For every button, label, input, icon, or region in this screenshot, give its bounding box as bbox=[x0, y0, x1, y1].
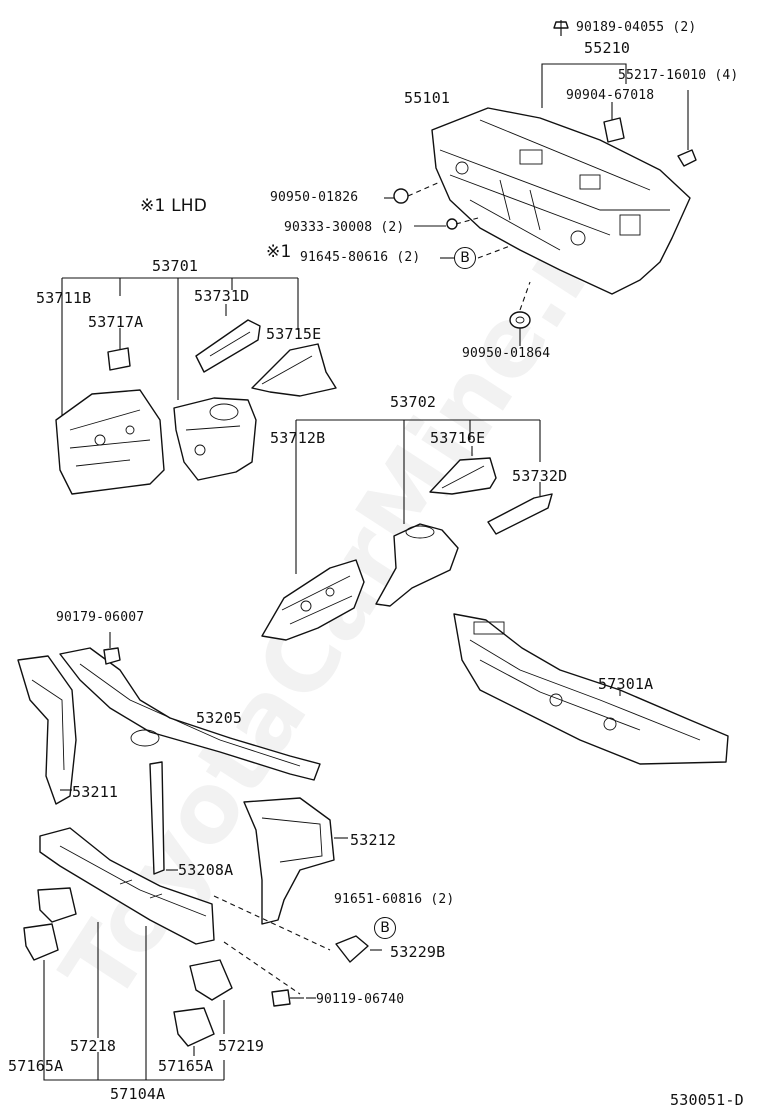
label-53717A: 53717A bbox=[88, 313, 144, 331]
brace-53212 bbox=[243, 797, 335, 925]
label-53208A: 53208A bbox=[178, 861, 234, 879]
ref-marker-b-bottom: B bbox=[374, 917, 396, 939]
bracket-57219 bbox=[189, 959, 233, 1001]
label-53731D: 53731D bbox=[194, 287, 250, 305]
bracket-53732D bbox=[487, 493, 553, 535]
bracket-53229B bbox=[335, 935, 369, 963]
bracket-53716E bbox=[429, 457, 497, 495]
label-53229B: 53229B bbox=[390, 943, 446, 961]
label-57165A-left: 57165A bbox=[8, 1057, 64, 1075]
note-mark: ※1 bbox=[140, 196, 166, 216]
label-55210: 55210 bbox=[584, 39, 631, 57]
label-57104A: 57104A bbox=[110, 1085, 166, 1103]
bracket-57165A-left bbox=[23, 923, 59, 961]
note-lhd: ※1 LHD bbox=[140, 196, 208, 216]
label-53212: 53212 bbox=[350, 831, 397, 849]
label-53712B: 53712B bbox=[270, 429, 326, 447]
label-90333: 90333-30008 (2) bbox=[284, 220, 405, 235]
label-53701: 53701 bbox=[152, 257, 199, 275]
label-53715E: 53715E bbox=[266, 325, 322, 343]
plug-90333 bbox=[446, 218, 458, 230]
support-53205 bbox=[59, 647, 321, 781]
brace-53211 bbox=[17, 655, 77, 805]
apron-53702 bbox=[375, 523, 459, 607]
bracket-53731D bbox=[195, 319, 261, 373]
label-91651: 91651-60816 (2) bbox=[334, 892, 455, 907]
label-90950-01826: 90950-01826 bbox=[270, 190, 359, 205]
bracket-57165A-right bbox=[173, 1007, 215, 1047]
dash-panel-55101 bbox=[431, 107, 691, 295]
bolt-90119 bbox=[271, 989, 304, 1007]
label-53716E: 53716E bbox=[430, 429, 486, 447]
label-57301A: 57301A bbox=[598, 675, 654, 693]
bolt-55217 bbox=[677, 132, 697, 167]
label-53211: 53211 bbox=[72, 783, 119, 801]
clip-90179 bbox=[103, 647, 121, 665]
apron-53701 bbox=[173, 397, 257, 481]
crossmember-57104A bbox=[39, 827, 215, 945]
bracket-57218 bbox=[37, 887, 77, 923]
label-90904: 90904-67018 bbox=[566, 88, 655, 103]
label-90179: 90179-06007 bbox=[56, 610, 145, 625]
plug-90950-01826 bbox=[393, 188, 409, 204]
apron-53711B bbox=[55, 389, 165, 495]
label-57219: 57219 bbox=[218, 1037, 265, 1055]
label-55101: 55101 bbox=[404, 89, 451, 107]
label-57218: 57218 bbox=[70, 1037, 117, 1055]
label-53702: 53702 bbox=[390, 393, 437, 411]
bracket-53717A bbox=[107, 347, 131, 371]
diagram-id: 530051-D bbox=[670, 1091, 744, 1109]
label-57165A-right: 57165A bbox=[158, 1057, 214, 1075]
label-90189: 90189-04055 (2) bbox=[576, 20, 697, 35]
support-53208A bbox=[149, 761, 165, 875]
label-55217: 55217-16010 (4) bbox=[618, 68, 739, 83]
label-53711B: 53711B bbox=[36, 289, 92, 307]
extension-53715E bbox=[251, 343, 337, 397]
ref-marker-b-top: B bbox=[454, 247, 476, 269]
label-91645-mark: ※1 bbox=[266, 242, 292, 262]
label-53205: 53205 bbox=[196, 709, 243, 727]
crossmember-57301A bbox=[453, 613, 729, 765]
label-53732D: 53732D bbox=[512, 467, 568, 485]
label-90119: 90119-06740 bbox=[316, 992, 405, 1007]
note-text: LHD bbox=[171, 196, 208, 216]
clip-90904 bbox=[603, 117, 625, 143]
apron-53712B bbox=[261, 559, 365, 641]
grommet-90950-01864 bbox=[509, 311, 531, 329]
label-90950-01864: 90950-01864 bbox=[462, 346, 551, 361]
label-91645: 91645-80616 (2) bbox=[300, 250, 421, 265]
